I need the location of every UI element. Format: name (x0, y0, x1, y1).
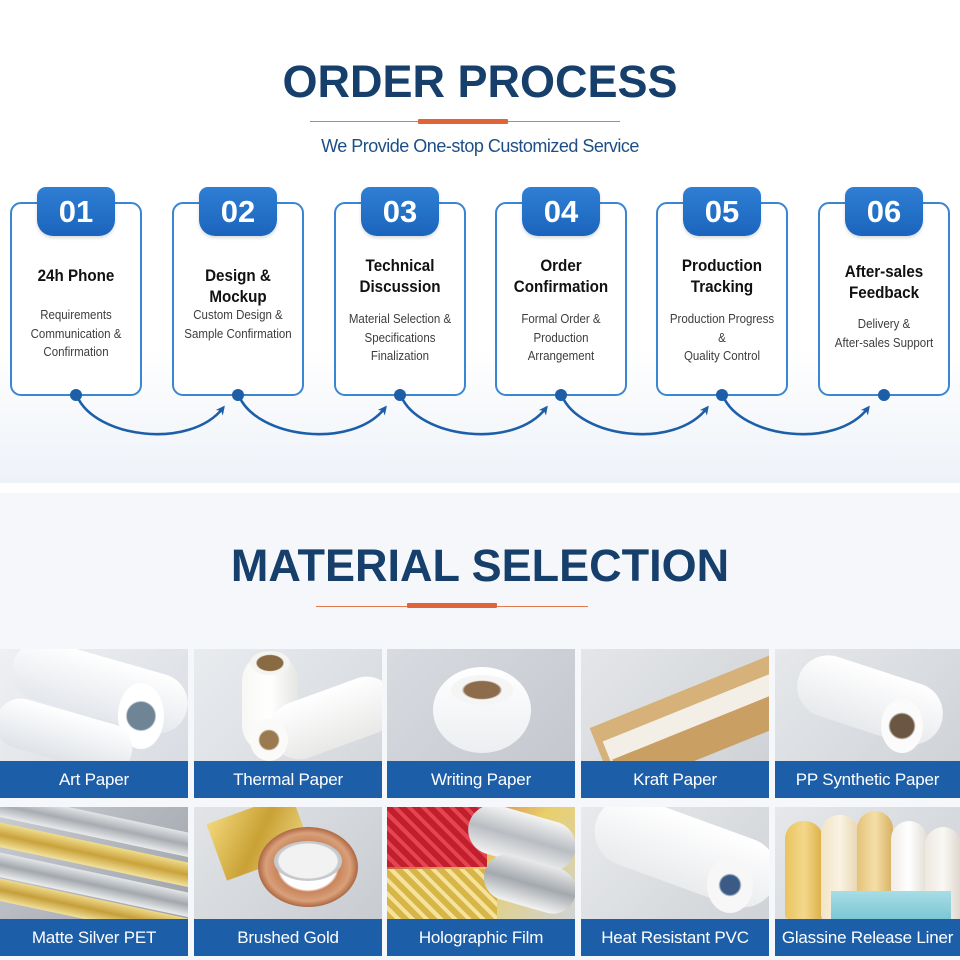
step-dot-2 (232, 389, 244, 401)
material-label: Thermal Paper (194, 761, 382, 798)
material-label: Writing Paper (387, 761, 575, 798)
process-flow-arrows (70, 389, 890, 436)
flow-arrow-1-2 (75, 394, 225, 436)
step-dot-5 (716, 389, 728, 401)
step-title: Order Confirmation (513, 257, 609, 296)
step-title: Production Tracking (681, 257, 763, 296)
step-number-badge: 03 (361, 187, 439, 236)
material-tile-art-paper[interactable]: Art Paper (0, 649, 188, 798)
step-description: Formal Order & Production Arrangement (521, 312, 601, 363)
order-process-section: ORDER PROCESS We Provide One-stop Custom… (0, 0, 960, 483)
material-tile-heat-resistant-pvc[interactable]: Heat Resistant PVC (581, 807, 769, 956)
heat-resistant-pvc-image (581, 807, 769, 919)
material-tile-kraft-paper[interactable]: Kraft Paper (581, 649, 769, 798)
step-dot-1 (70, 389, 82, 401)
step-description: Material Selection & Specifications Fina… (348, 312, 452, 363)
step-description: Requirements Communication & Confirmatio… (30, 308, 122, 359)
step-number-badge: 02 (199, 187, 277, 236)
flow-arrow-4-5 (560, 394, 709, 436)
material-tile-glassine-release-liner[interactable]: Glassine Release Liner (775, 807, 960, 956)
material-label: Heat Resistant PVC (581, 919, 769, 956)
step-title: Technical Discussion (359, 257, 441, 296)
step-title: After-sales Feedback (844, 263, 924, 302)
material-label: Holographic Film (387, 919, 575, 956)
thermal-paper-image (194, 649, 382, 761)
order-process-title: ORDER PROCESS (282, 56, 678, 107)
step-card-1: 24h Phone Requirements Communication & C… (10, 202, 142, 396)
material-label: Brushed Gold (194, 919, 382, 956)
material-tile-matte-silver-pet[interactable]: Matte Silver PET (0, 807, 188, 956)
step-number-badge: 01 (37, 187, 115, 236)
step-number-badge: 06 (845, 187, 923, 236)
kraft-paper-image (581, 649, 769, 761)
step-title: 24h Phone (37, 267, 115, 285)
step-dot-6 (878, 389, 890, 401)
flow-arrow-2-3 (237, 394, 387, 436)
material-tile-writing-paper[interactable]: Writing Paper (387, 649, 575, 798)
flow-arrow-5-6 (721, 394, 870, 436)
material-label: Matte Silver PET (0, 919, 188, 956)
material-underline-accent (407, 603, 497, 608)
step-description: Production Progress & Quality Control (669, 312, 775, 363)
step-number-badge: 04 (522, 187, 600, 236)
title-underline-accent (418, 119, 508, 124)
step-dot-3 (394, 389, 406, 401)
material-label: Glassine Release Liner (775, 919, 960, 956)
pp-synthetic-paper-image (775, 649, 960, 761)
material-selection-title: MATERIAL SELECTION (230, 540, 730, 591)
writing-paper-image (387, 649, 575, 761)
step-description: Custom Design & Sample Confirmation (184, 308, 292, 341)
material-label: Kraft Paper (581, 761, 769, 798)
step-description: Delivery & After-sales Support (834, 317, 934, 350)
brushed-gold-image (194, 807, 382, 919)
material-label: Art Paper (0, 761, 188, 798)
glassine-release-liner-image (775, 807, 960, 919)
flow-arrow-3-4 (399, 394, 548, 436)
material-label: PP Synthetic Paper (775, 761, 960, 798)
material-tile-brushed-gold[interactable]: Brushed Gold (194, 807, 382, 956)
holographic-film-image (387, 807, 575, 919)
material-tile-thermal-paper[interactable]: Thermal Paper (194, 649, 382, 798)
matte-silver-pet-image (0, 807, 188, 919)
step-title: Design & Mockup (205, 267, 271, 306)
step-dot-4 (555, 389, 567, 401)
art-paper-image (0, 649, 188, 761)
order-process-subtitle: We Provide One-stop Customized Service (321, 136, 639, 156)
material-tile-pp-synthetic-paper[interactable]: PP Synthetic Paper (775, 649, 960, 798)
material-tile-holographic-film[interactable]: Holographic Film (387, 807, 575, 956)
step-number-badge: 05 (683, 187, 761, 236)
